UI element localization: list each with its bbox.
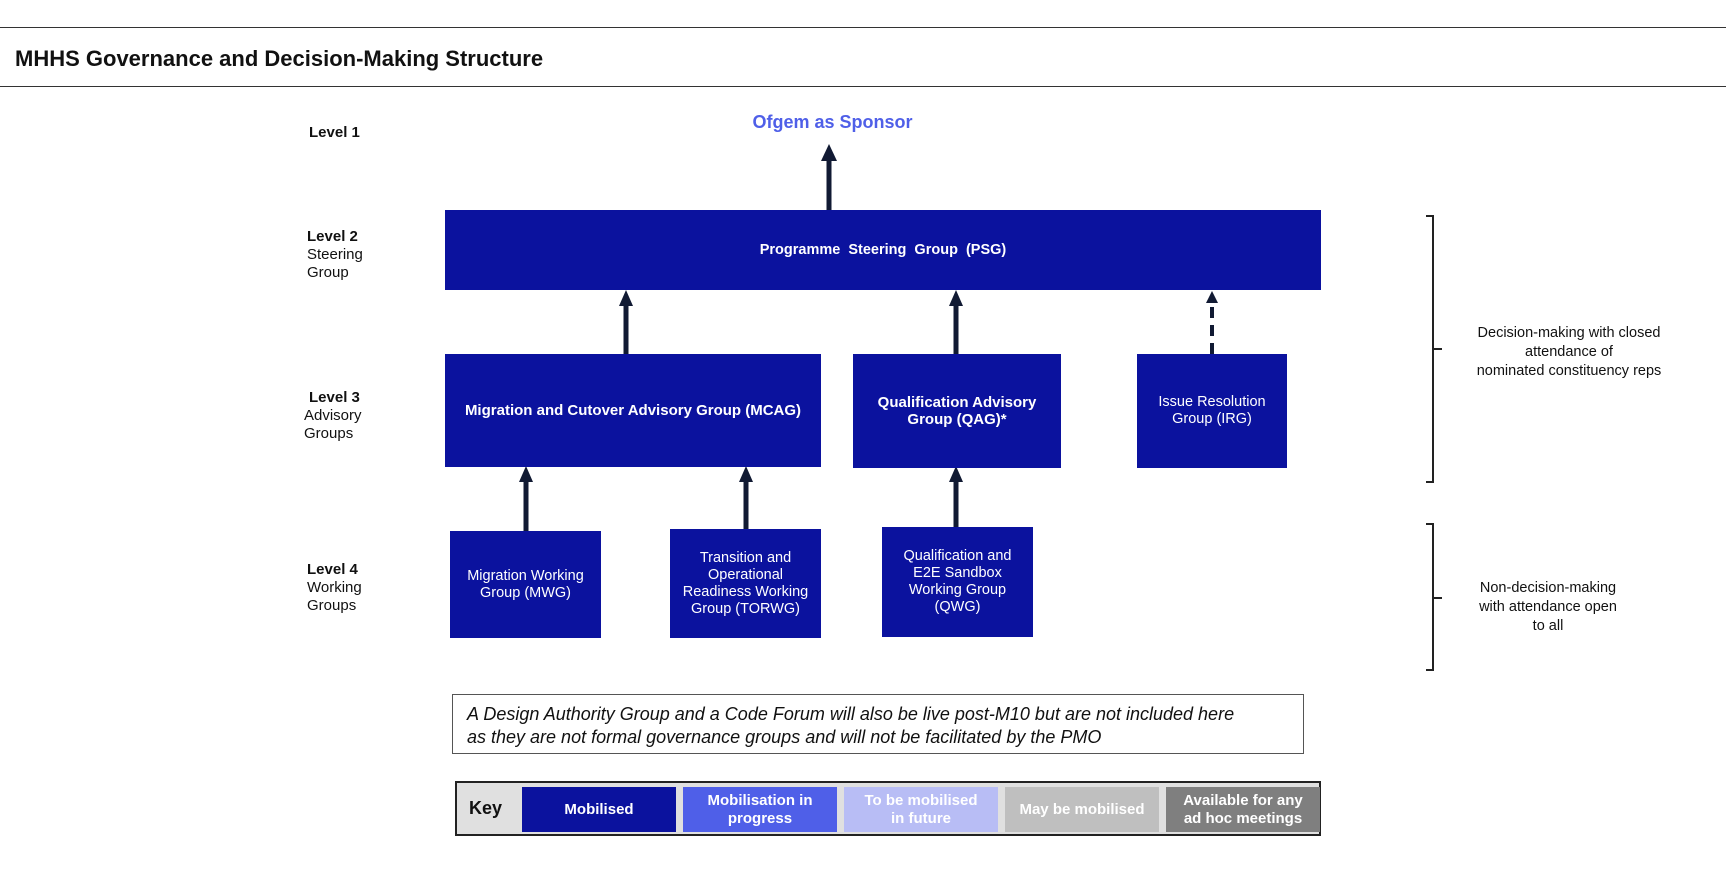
qwg-box: Qualification and E2E Sandbox Working Gr… [882, 527, 1033, 637]
level-4-label: Level 4 Working Groups [307, 561, 362, 614]
brace-non-decision-making [1426, 523, 1442, 671]
mwg-box: Migration Working Group (MWG) [450, 531, 601, 638]
key-item-mobilised: Mobilised [522, 787, 676, 832]
page-title: MHHS Governance and Decision-Making Stru… [15, 46, 544, 71]
level-3-label: Level 3 Advisory Groups [304, 389, 362, 442]
decision-making-note: Decision-making with closed attendance o… [1476, 325, 1662, 379]
title-rule [0, 86, 1726, 87]
arrow-irg-to-psg-dashed [1206, 291, 1218, 354]
top-rule [0, 27, 1726, 28]
key-item-mobilisation-in-progress: Mobilisation in progress [683, 787, 837, 832]
design-authority-note: A Design Authority Group and a Code Foru… [452, 694, 1304, 754]
psg-box: Programme Steering Group (PSG) [445, 210, 1321, 290]
key-item-available-ad-hoc: Available for any ad hoc meetings [1166, 787, 1320, 832]
level-1-label: Level 1 [309, 124, 360, 141]
brace-decision-making [1426, 215, 1442, 483]
legend-key: Key Mobilised Mobilisation in progress T… [455, 781, 1321, 836]
level-2-label: Level 2 Steering Group [307, 228, 363, 281]
irg-box: Issue Resolution Group (IRG) [1137, 354, 1287, 468]
arrow-torwg-to-mcag [739, 466, 753, 529]
sponsor-label: Ofgem as Sponsor [752, 112, 913, 132]
non-decision-making-note: Non-decision-making with attendance open… [1479, 580, 1617, 634]
arrow-psg-to-sponsor [821, 144, 837, 211]
mcag-box: Migration and Cutover Advisory Group (MC… [445, 354, 821, 467]
arrow-mcag-to-psg [619, 290, 633, 354]
arrow-mwg-to-mcag [519, 466, 533, 531]
torwg-box: Transition and Operational Readiness Wor… [670, 529, 821, 638]
arrow-qag-to-psg [949, 290, 963, 354]
key-item-to-be-mobilised: To be mobilised in future [844, 787, 998, 832]
arrow-qwg-to-qag [949, 466, 963, 527]
qag-box: Qualification Advisory Group (QAG)* [853, 354, 1061, 468]
key-item-may-be-mobilised: May be mobilised [1005, 787, 1159, 832]
key-label: Key [469, 798, 503, 818]
